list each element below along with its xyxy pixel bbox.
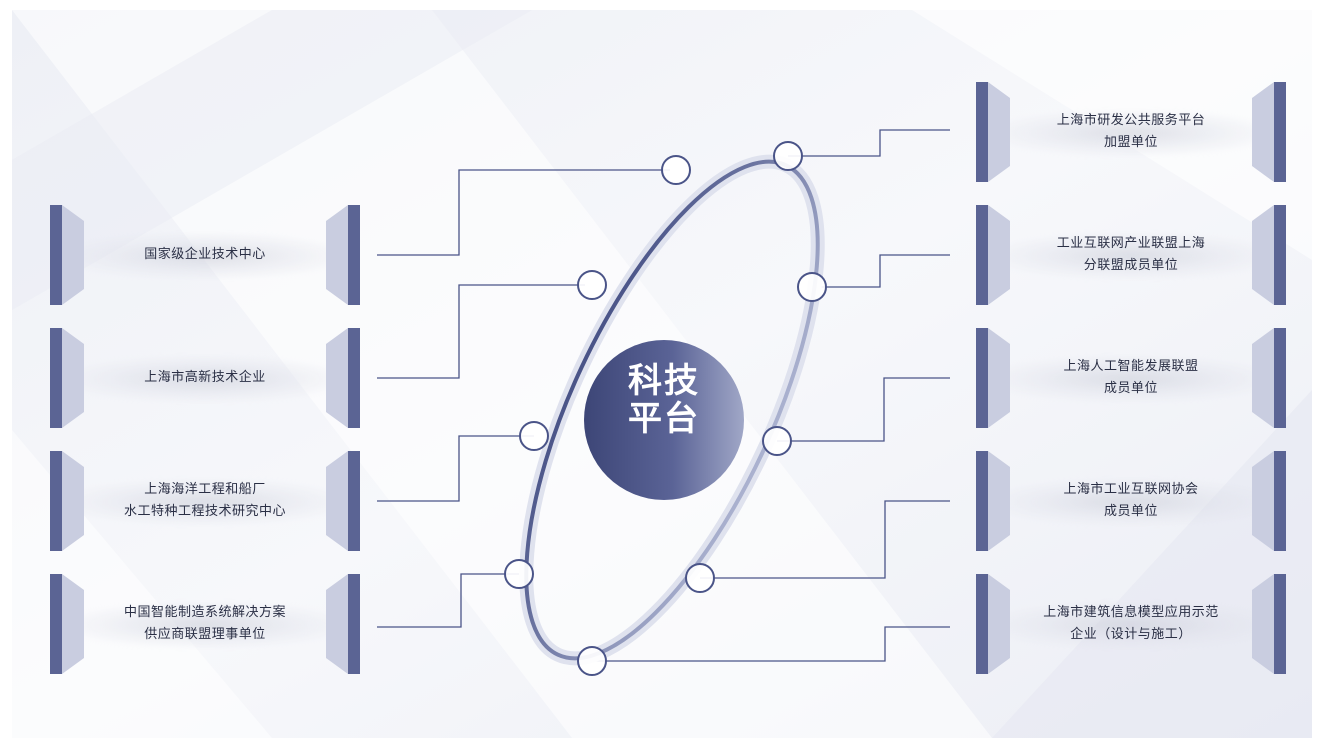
connector-line	[592, 626, 950, 662]
bracket-left-icon	[50, 451, 84, 551]
left-card-label: 中国智能制造系统解决方案 供应商联盟理事单位	[123, 605, 286, 642]
bracket-left-icon	[976, 82, 1010, 182]
ring-node	[773, 141, 803, 171]
right-card: 上海人工智能发展联盟 成员单位	[976, 328, 1286, 428]
connector-line	[377, 169, 670, 256]
right-card-label: 上海市建筑信息模型应用示范 企业（设计与施工）	[1043, 605, 1219, 642]
bracket-right-icon	[1252, 328, 1286, 428]
connector-line	[812, 254, 950, 288]
ring-node	[661, 155, 691, 185]
center-title-line1: 科技	[628, 361, 700, 401]
bracket-left-icon	[976, 328, 1010, 428]
ring-node	[504, 559, 534, 589]
left-card-label: 上海市高新技术企业	[144, 370, 266, 385]
bracket-right-icon	[1252, 205, 1286, 305]
connector-line	[377, 284, 585, 379]
ring-diagram	[377, 129, 950, 676]
bracket-right-icon	[1252, 451, 1286, 551]
ring-node	[762, 426, 792, 456]
bracket-left-icon	[50, 205, 84, 305]
connector-line	[377, 573, 519, 628]
bracket-right-icon	[326, 328, 360, 428]
ring-node	[577, 646, 607, 676]
connector-line	[788, 129, 950, 157]
bracket-left-icon	[976, 451, 1010, 551]
ring-node	[519, 421, 549, 451]
right-card: 上海市研发公共服务平台 加盟单位	[976, 82, 1286, 182]
ring-node	[685, 563, 715, 593]
connector-lines	[377, 129, 950, 662]
right-card-label: 上海市工业互联网协会 成员单位	[1063, 482, 1199, 519]
bracket-right-icon	[1252, 574, 1286, 674]
connector-line	[377, 435, 534, 502]
right-card-label: 工业互联网产业联盟上海 分联盟成员单位	[1056, 236, 1206, 273]
bracket-left-icon	[50, 328, 84, 428]
center-hub	[584, 340, 744, 500]
bracket-left-icon	[50, 574, 84, 674]
connector-line	[700, 500, 950, 579]
left-card: 中国智能制造系统解决方案 供应商联盟理事单位	[50, 574, 360, 674]
right-card: 上海市工业互联网协会 成员单位	[976, 451, 1286, 551]
bracket-right-icon	[326, 574, 360, 674]
left-card-label: 国家级企业技术中心	[144, 247, 266, 262]
bracket-right-icon	[1252, 82, 1286, 182]
left-card: 上海海洋工程和船厂 水工特种工程技术研究中心	[50, 451, 360, 551]
ring-node	[577, 270, 607, 300]
ring-nodes	[504, 141, 827, 676]
connector-line	[777, 377, 950, 442]
right-card: 工业互联网产业联盟上海 分联盟成员单位	[976, 205, 1286, 305]
bracket-left-icon	[976, 574, 1010, 674]
right-card-label: 上海人工智能发展联盟 成员单位	[1063, 359, 1199, 396]
center-title-line2: 平台	[628, 399, 700, 439]
right-card: 上海市建筑信息模型应用示范 企业（设计与施工）	[976, 574, 1286, 674]
center-title: 科技 平台	[604, 362, 724, 438]
right-card-label: 上海市研发公共服务平台 加盟单位	[1056, 113, 1206, 150]
bracket-left-icon	[976, 205, 1010, 305]
diagram-canvas: 科技 平台 国家级企业技术中心 上海市高新技术企业	[12, 10, 1312, 738]
left-card-label: 上海海洋工程和船厂 水工特种工程技术研究中心	[123, 482, 286, 519]
left-card: 国家级企业技术中心	[50, 205, 360, 305]
bracket-right-icon	[326, 205, 360, 305]
left-card: 上海市高新技术企业	[50, 328, 360, 428]
ring-node	[797, 272, 827, 302]
bracket-right-icon	[326, 451, 360, 551]
